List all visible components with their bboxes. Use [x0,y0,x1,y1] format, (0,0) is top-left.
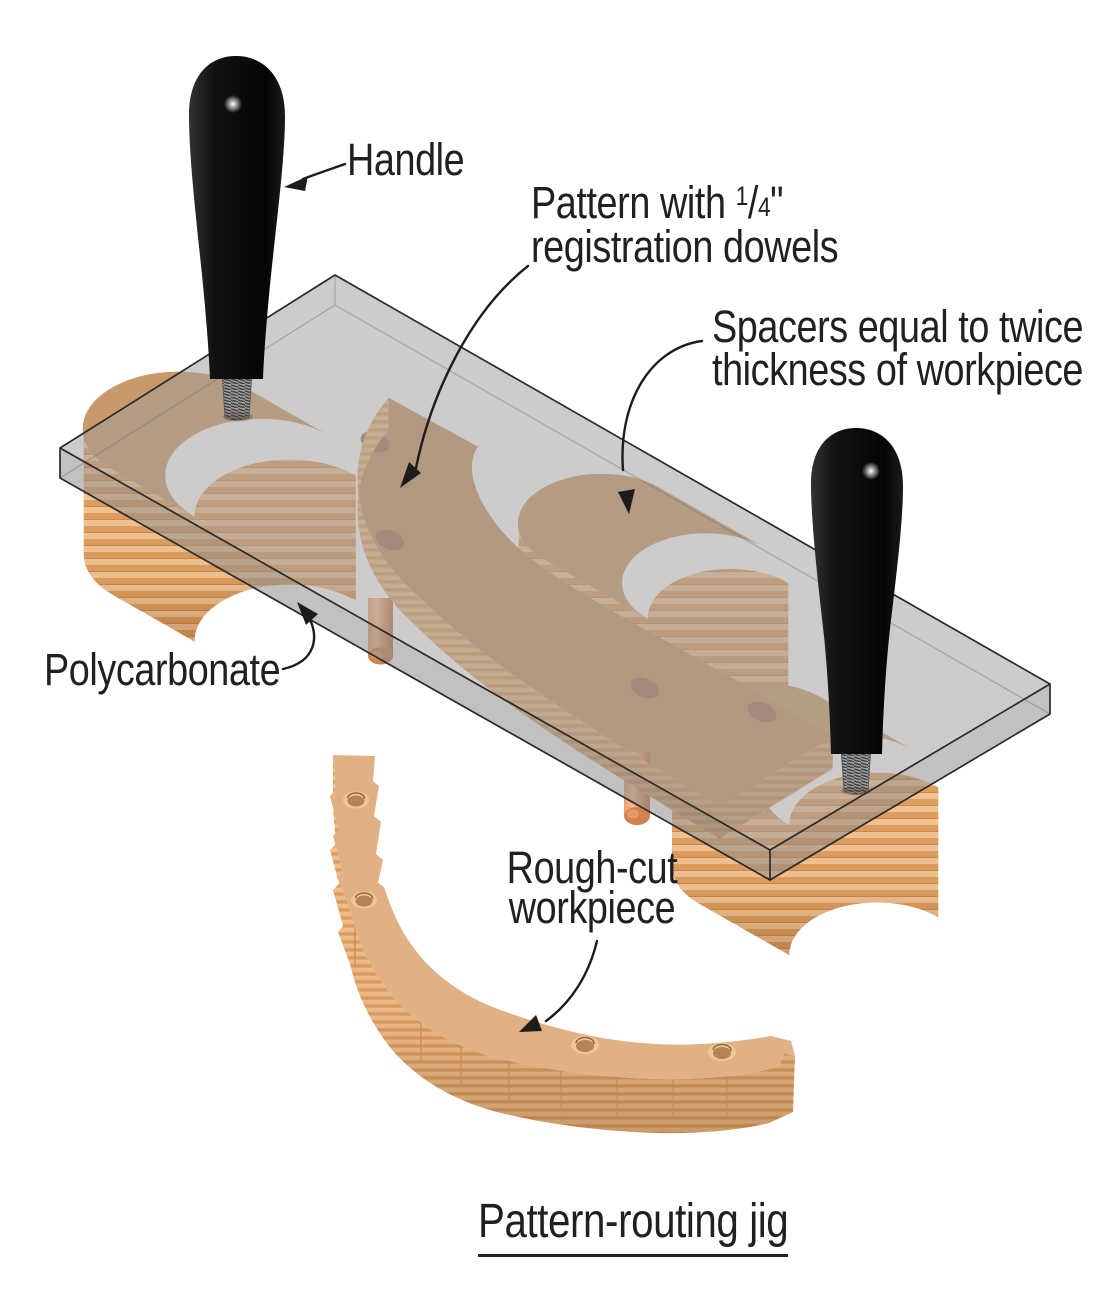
plate-outline [59,274,1051,881]
spacers-label: Spacers equal to twice thickness of work… [712,301,1084,395]
polycarbonate-arrow [281,612,316,671]
workpiece-facet-lines [354,912,728,1120]
workpiece-dowel-holes [343,791,736,1061]
figure-title: Pattern-routing jig [478,1196,789,1257]
handle-label: Handle [347,134,465,185]
pattern-label: Pattern with 1/4" registration dowels [531,176,839,272]
workpiece-arrow [544,939,599,1023]
spacers-arrowhead [618,489,635,514]
rough-cut-workpiece [330,755,795,1134]
pattern-arrow [414,264,530,470]
fraction-numerator: 1 [735,181,749,211]
fraction-denominator: 4 [757,192,771,222]
handle-arrow [301,162,347,181]
right-handle-stud [840,747,872,795]
fraction-slash: / [747,177,759,228]
right-stud-base-shadow [841,786,871,796]
left-stud-base-shadow [223,412,253,422]
pattern-label-line1: Pattern with 1/4" [531,177,784,228]
polycarbonate-label: Polycarbonate [44,644,281,695]
inch-mark: " [770,177,784,228]
left-handle-stud [221,371,253,421]
polycarbonate-arrowhead [297,602,318,625]
plate-front-right-face [770,684,1050,880]
plate-front-left-face [60,448,770,880]
workpiece-top [330,755,795,1080]
right-handle-highlight [862,462,880,480]
workpiece-label: Rough-cut workpiece [506,842,678,933]
pattern-arrowhead [400,462,421,488]
plate-top-face [60,275,1050,850]
left-handle-highlight [224,95,242,113]
right-handle-body [811,428,903,754]
spacers-arrow [621,339,704,472]
polycarbonate-plate [59,274,1051,881]
leader-arrows [281,162,704,1032]
left-handle [189,56,285,422]
workpiece-arrowhead [519,1015,542,1032]
left-handle-body [189,56,285,379]
pattern-label-line2: registration dowels [531,221,839,272]
right-handle [811,428,903,796]
handle-arrowhead [284,176,308,191]
